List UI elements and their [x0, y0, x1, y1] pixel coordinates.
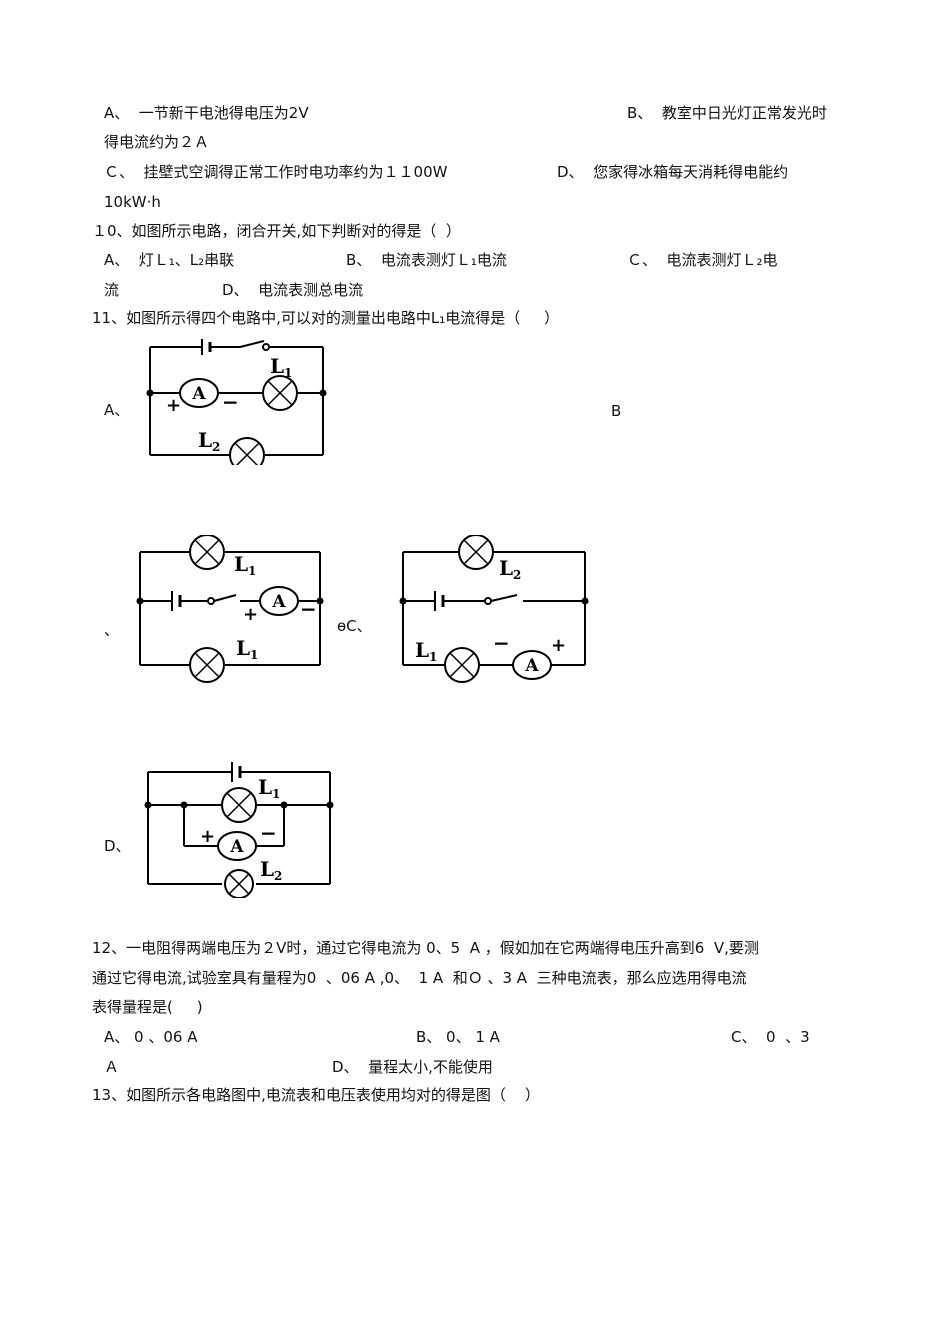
junction-dot: [136, 597, 144, 605]
q10-stem: １0、如图所示电路，闭合开关,如下判断对的得是（ ）: [92, 222, 461, 240]
q11-label-b: B: [611, 402, 622, 420]
lamp-icon: [189, 647, 225, 683]
svg-text:1: 1: [248, 564, 256, 578]
q12-option-a: A、 0 、06 A: [104, 1028, 198, 1046]
junction-dot: [146, 389, 154, 397]
q10-option-a: A、 灯Ｌ₁、L₂串联: [104, 251, 235, 269]
q9-option-b: B、 教室中日光灯正常发光时: [627, 104, 827, 122]
q13-stem: 13、如图所示各电路图中,电流表和电压表使用均对的得是图（ ）: [92, 1086, 540, 1104]
svg-text:1: 1: [272, 787, 280, 801]
svg-text:−: −: [493, 631, 510, 655]
svg-text:+: +: [166, 395, 181, 416]
q11-label-c: ѳC、: [337, 617, 372, 635]
circuit-b-diagram: L 1 A + − L 1: [136, 535, 324, 683]
svg-text:A: A: [271, 592, 286, 612]
junction-dot: [399, 597, 407, 605]
lamp-icon: [221, 787, 257, 823]
q10-option-c: Ｃ、 电流表测灯Ｌ₂电: [627, 251, 778, 269]
q12-option-d: D、 量程太小,不能使用: [332, 1058, 493, 1076]
svg-text:2: 2: [513, 568, 521, 582]
junction-dot: [180, 801, 188, 809]
q9-option-a: A、 一节新干电池得电压为2V: [104, 104, 309, 122]
svg-text:1: 1: [429, 650, 437, 664]
svg-text:L: L: [260, 857, 274, 881]
lamp-icon: [189, 535, 225, 570]
q11-label-b-dot: 、: [104, 621, 120, 639]
svg-text:A: A: [524, 656, 539, 676]
svg-text:2: 2: [212, 440, 220, 454]
q9-option-d: D、 您家得冰箱每天消耗得电能约: [557, 163, 789, 181]
svg-text:2: 2: [274, 869, 282, 883]
svg-text:A: A: [191, 384, 206, 404]
svg-text:+: +: [243, 604, 258, 625]
junction-dot: [280, 801, 288, 809]
q10-option-b: B、 电流表测灯Ｌ₁电流: [346, 251, 507, 269]
q12-option-b: B、 0、 1 A: [416, 1028, 500, 1046]
svg-text:1: 1: [250, 648, 258, 662]
junction-dot: [144, 801, 152, 809]
svg-text:L: L: [258, 775, 272, 799]
svg-text:L: L: [234, 552, 248, 576]
circuit-c-diagram: L 2 L 1 − A +: [399, 535, 589, 683]
q12-stem-line1: 12、一电阻得两端电压为２V时，通过它得电流为 0、5 A ，假如加在它两端得电…: [92, 939, 759, 957]
lamp-icon: [444, 647, 480, 683]
svg-text:+: +: [200, 826, 215, 847]
ammeter-icon: A: [179, 378, 219, 408]
q9-option-d-continued: 10kW·h: [104, 193, 161, 211]
lamp-icon: [262, 375, 298, 411]
svg-text:L: L: [499, 556, 513, 580]
q11-label-a: A、: [104, 401, 130, 419]
q12-stem-line3: 表得量程是( ): [92, 998, 203, 1016]
svg-text:L: L: [415, 638, 429, 662]
circuit-d-diagram: L 1 + A − L 2: [144, 762, 334, 898]
lamp-icon: [224, 869, 254, 898]
svg-text:−: −: [260, 821, 277, 845]
q11-stem: 11、如图所示得四个电路中,可以对的测量出电路中L₁电流得是（ ）: [92, 309, 560, 327]
q12-stem-line2: 通过它得电流,试验室具有量程为0 、06 A ,0、 1 A 和Ｏ 、3 A 三…: [92, 969, 747, 987]
svg-text:1: 1: [284, 366, 292, 380]
svg-text:L: L: [270, 354, 284, 378]
junction-dot: [316, 597, 324, 605]
junction-dot: [319, 389, 327, 397]
junction-dot: [581, 597, 589, 605]
svg-text:−: −: [300, 597, 317, 621]
svg-text:L: L: [236, 636, 250, 660]
ammeter-icon: A: [512, 650, 552, 680]
junction-dot: [326, 801, 334, 809]
q9-option-c: Ｃ、 挂壁式空调得正常工作时电功率约为１１00W: [104, 163, 448, 181]
svg-text:L: L: [198, 428, 212, 452]
circuit-a-diagram: A + − L 1 L 2: [146, 339, 327, 465]
svg-text:+: +: [551, 635, 566, 656]
svg-text:−: −: [222, 390, 239, 414]
q12-option-c: C、 0 、3: [731, 1028, 810, 1046]
q11-label-d: D、: [104, 837, 131, 855]
lamp-icon: [458, 535, 494, 570]
q9-option-b-continued: 得电流约为２Ａ: [104, 133, 210, 151]
q12-option-c-continued: Ａ: [104, 1058, 120, 1076]
svg-text:A: A: [229, 837, 244, 857]
lamp-icon: [229, 437, 265, 465]
q10-option-c-continued: 流: [104, 281, 120, 299]
q10-option-d: D、 电流表测总电流: [222, 281, 364, 299]
ammeter-icon: A: [217, 831, 257, 861]
ammeter-icon: A: [259, 586, 299, 616]
